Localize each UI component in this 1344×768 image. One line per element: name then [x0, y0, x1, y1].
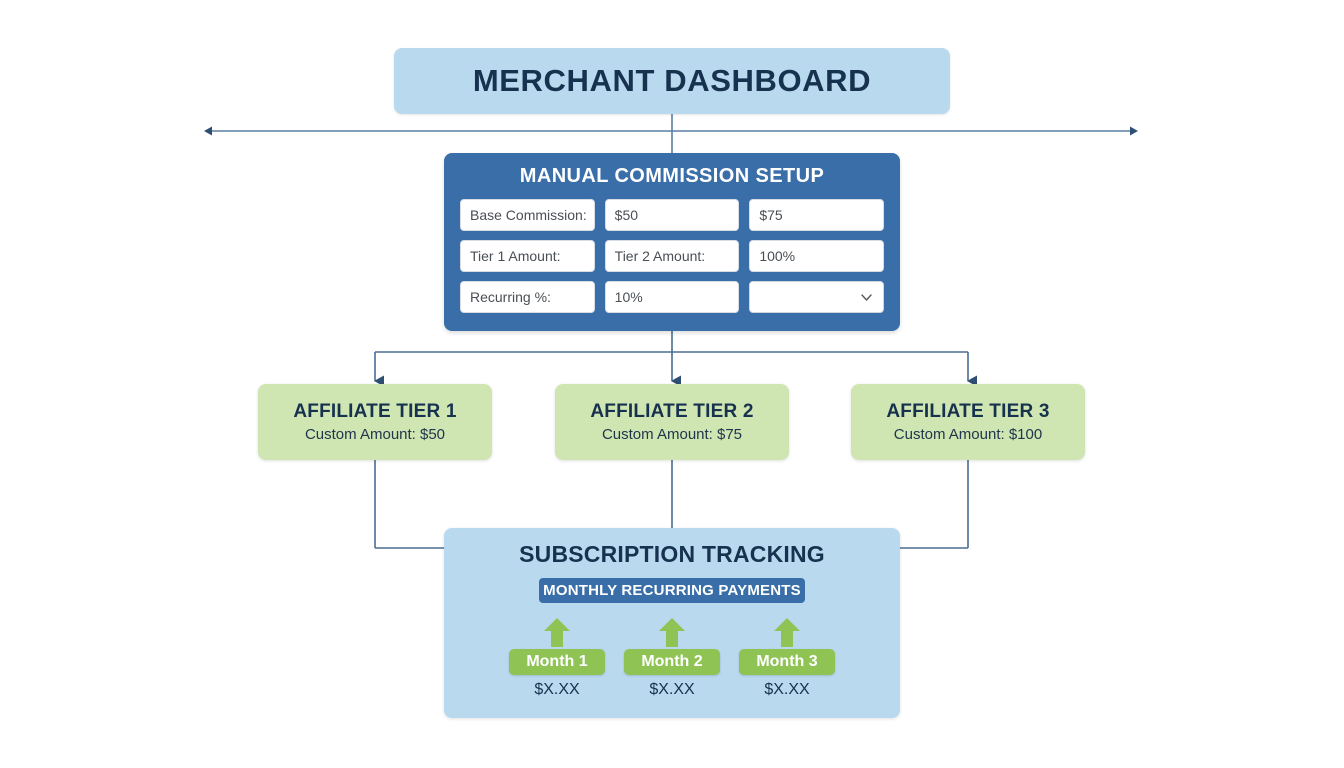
tier-custom-amount: Custom Amount: $50	[304, 426, 446, 443]
month-column: Month 1 $X.XX	[509, 617, 605, 699]
tier-custom-amount: Custom Amount: $100	[893, 426, 1043, 443]
tier-title: AFFILIATE TIER 2	[590, 401, 754, 422]
base-commission-value[interactable]: $50	[604, 199, 740, 231]
commission-panel-title: MANUAL COMMISSION SETUP	[519, 165, 825, 187]
up-arrow-icon	[542, 617, 572, 648]
recurring-percent-label[interactable]: Recurring %:	[460, 281, 595, 313]
month-column: Month 2 $X.XX	[624, 617, 720, 699]
monthly-recurring-payments-badge: MONTHLY RECURRING PAYMENTS	[539, 578, 805, 603]
base-commission-label[interactable]: Base Commission:	[460, 199, 595, 231]
tier-1-amount-label[interactable]: Tier 1 Amount:	[460, 240, 595, 272]
subscription-title: SUBSCRIPTION TRACKING	[519, 541, 825, 567]
tier-3-percent-value[interactable]: 100%	[749, 240, 884, 272]
tier-2-amount-label[interactable]: Tier 2 Amount:	[604, 240, 740, 272]
tier-title: AFFILIATE TIER 1	[293, 401, 457, 422]
up-arrow-icon	[657, 617, 687, 648]
affiliate-tier-2-node[interactable]: AFFILIATE TIER 2 Custom Amount: $75	[555, 384, 789, 460]
month-amount: $X.XX	[764, 681, 810, 698]
tier-title: AFFILIATE TIER 3	[886, 401, 1050, 422]
recurring-percent-value[interactable]: 10%	[604, 281, 740, 313]
month-pill[interactable]: Month 2	[624, 649, 720, 675]
commission-form-grid: Base Commission: $50 $75 Tier 1 Amount: …	[460, 199, 884, 313]
manual-commission-setup-panel: MANUAL COMMISSION SETUP Base Commission:…	[444, 153, 900, 331]
merchant-dashboard-node[interactable]: MERCHANT DASHBOARD	[394, 48, 950, 114]
page-title: MERCHANT DASHBOARD	[472, 63, 872, 98]
affiliate-tier-3-node[interactable]: AFFILIATE TIER 3 Custom Amount: $100	[851, 384, 1085, 460]
month-amount: $X.XX	[534, 681, 580, 698]
month-pill[interactable]: Month 3	[739, 649, 835, 675]
chevron-down-icon	[861, 293, 872, 301]
month-pill[interactable]: Month 1	[509, 649, 605, 675]
month-amount: $X.XX	[649, 681, 695, 698]
affiliate-tier-1-node[interactable]: AFFILIATE TIER 1 Custom Amount: $50	[258, 384, 492, 460]
months-row: Month 1 $X.XX Month 2 $X.XX Mont	[444, 617, 900, 699]
commission-type-select[interactable]	[749, 281, 884, 313]
month-column: Month 3 $X.XX	[739, 617, 835, 699]
subscription-tracking-node: SUBSCRIPTION TRACKING MONTHLY RECURRING …	[444, 528, 900, 718]
tier-custom-amount: Custom Amount: $75	[601, 426, 743, 443]
up-arrow-icon	[772, 617, 802, 648]
base-commission-alt-value[interactable]: $75	[749, 199, 884, 231]
